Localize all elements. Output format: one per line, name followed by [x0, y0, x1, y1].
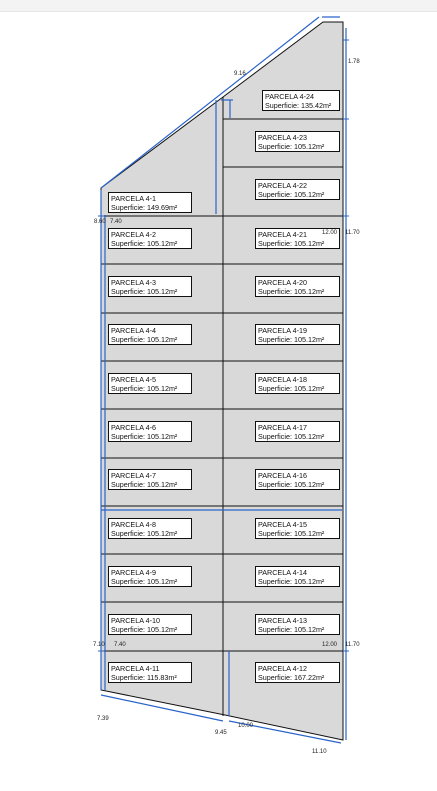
parcel-area: Superficie: 149.69m²	[111, 203, 178, 212]
parcel-label-4-21: PARCELA 4-21 Superficie: 105.12m²	[255, 228, 340, 249]
parcel-area: Superficie: 105.12m²	[111, 625, 178, 634]
parcel-label-4-23: PARCELA 4-23 Superficie: 105.12m²	[255, 131, 340, 152]
parcel-label-4-11: PARCELA 4-11 Superficie: 115.83m²	[108, 662, 192, 683]
parcel-area: Superficie: 105.12m²	[258, 287, 325, 296]
parcel-label-4-17: PARCELA 4-17 Superficie: 105.12m²	[255, 421, 340, 442]
parcel-label-4-4: PARCELA 4-4 Superficie: 105.12m²	[108, 324, 192, 345]
parcel-label-4-5: PARCELA 4-5 Superficie: 105.12m²	[108, 373, 192, 394]
parcel-area: Superficie: 105.12m²	[258, 432, 325, 441]
top-bar	[0, 0, 437, 12]
parcel-label-4-13: PARCELA 4-13 Superficie: 105.12m²	[255, 614, 340, 635]
parcel-area: Superficie: 115.83m²	[111, 673, 177, 682]
parcel-area: Superficie: 167.22m²	[258, 673, 325, 682]
parcel-name: PARCELA 4-9	[111, 568, 157, 577]
parcel-area: Superficie: 105.12m²	[111, 239, 178, 248]
dim-left-top-a: 8.60	[94, 219, 106, 225]
dim-top-right: 1.78	[348, 59, 360, 65]
dim-mid-right-a: 12.00	[322, 230, 338, 236]
parcel-name: PARCELA 4-11	[111, 664, 160, 673]
parcel-area: Superficie: 135.42m²	[265, 101, 332, 110]
parcel-label-4-18: PARCELA 4-18 Superficie: 105.12m²	[255, 373, 340, 394]
parcel-label-4-6: PARCELA 4-6 Superficie: 105.12m²	[108, 421, 192, 442]
parcel-area: Superficie: 105.12m²	[111, 384, 178, 393]
parcel-area: Superficie: 105.12m²	[111, 577, 178, 586]
parcel-name: PARCELA 4-7	[111, 471, 157, 480]
parcel-area: Superficie: 105.12m²	[258, 577, 325, 586]
dimension-ticks	[98, 39, 349, 652]
parcel-name: PARCELA 4-20	[258, 278, 308, 287]
parcel-label-4-8: PARCELA 4-8 Superficie: 105.12m²	[108, 518, 192, 539]
parcel-area: Superficie: 105.12m²	[111, 335, 178, 344]
parcel-area: Superficie: 105.12m²	[111, 432, 178, 441]
parcel-name: PARCELA 4-4	[111, 326, 157, 335]
parcel-area: Superficie: 105.12m²	[111, 529, 178, 538]
dim-bottom-right: 11.10	[312, 749, 327, 755]
parcel-name: PARCELA 4-19	[258, 326, 308, 335]
parcel-area: Superficie: 105.12m²	[111, 480, 178, 489]
parcel-name: PARCELA 4-10	[111, 616, 161, 625]
parcel-name: PARCELA 4-8	[111, 520, 157, 529]
parcel-area: Superficie: 105.12m²	[258, 142, 325, 151]
parcel-name: PARCELA 4-3	[111, 278, 157, 287]
dim-top-diagonal: 9.16	[234, 71, 246, 77]
parcel-name: PARCELA 4-6	[111, 423, 157, 432]
dim-bottom-mid-a: 10.00	[238, 723, 254, 729]
parcel-name: PARCELA 4-21	[258, 230, 308, 239]
parcel-label-4-10: PARCELA 4-10 Superficie: 105.12m²	[108, 614, 192, 635]
parcel-name: PARCELA 4-18	[258, 375, 308, 384]
parcel-name: PARCELA 4-23	[258, 133, 308, 142]
parcel-area: Superficie: 105.12m²	[258, 335, 325, 344]
parcel-name: PARCELA 4-24	[265, 92, 315, 101]
parcel-label-4-2: PARCELA 4-2 Superficie: 105.12m²	[108, 228, 192, 249]
dim-bottom-right-b: 11.70	[345, 642, 360, 648]
parcel-area: Superficie: 105.12m²	[258, 384, 325, 393]
dim-bottom-right-a: 12.00	[322, 642, 338, 648]
parcel-label-4-16: PARCELA 4-16 Superficie: 105.12m²	[255, 469, 340, 490]
parcel-name: PARCELA 4-14	[258, 568, 308, 577]
parcel-label-4-9: PARCELA 4-9 Superficie: 105.12m²	[108, 566, 192, 587]
dim-bottom-left: 7.39	[97, 716, 109, 722]
parcel-area: Superficie: 105.12m²	[258, 190, 325, 199]
parcel-label-4-15: PARCELA 4-15 Superficie: 105.12m²	[255, 518, 340, 539]
parcel-name: PARCELA 4-22	[258, 181, 308, 190]
parcel-label-4-19: PARCELA 4-19 Superficie: 105.12m²	[255, 324, 340, 345]
parcel-name: PARCELA 4-16	[258, 471, 308, 480]
dim-left-top-b: 7.40	[110, 219, 122, 225]
parcel-name: PARCELA 4-12	[258, 664, 308, 673]
parcel-label-4-7: PARCELA 4-7 Superficie: 105.12m²	[108, 469, 192, 490]
parcel-area: Superficie: 105.12m²	[258, 239, 325, 248]
lot-lines	[101, 118, 343, 652]
dimension-lines	[100, 16, 347, 744]
parcel-label-4-20: PARCELA 4-20 Superficie: 105.12m²	[255, 276, 340, 297]
parcel-name: PARCELA 4-5	[111, 375, 157, 384]
parcel-label-4-12: PARCELA 4-12 Superficie: 167.22m²	[255, 662, 340, 683]
parcel-name: PARCELA 4-17	[258, 423, 308, 432]
parcel-label-4-3: PARCELA 4-3 Superficie: 105.12m²	[108, 276, 192, 297]
parcel-label-4-14: PARCELA 4-14 Superficie: 105.12m²	[255, 566, 340, 587]
dim-left-bottom-a: 7.10	[93, 642, 105, 648]
parcel-area: Superficie: 105.12m²	[258, 529, 325, 538]
parcel-name: PARCELA 4-15	[258, 520, 308, 529]
parcel-name: PARCELA 4-1	[111, 194, 157, 203]
dim-mid-right-b: 11.70	[345, 230, 360, 236]
parcel-label-4-22: PARCELA 4-22 Superficie: 105.12m²	[255, 179, 340, 200]
parcel-area: Superficie: 105.12m²	[111, 287, 178, 296]
parcel-area: Superficie: 105.12m²	[258, 625, 325, 634]
parcel-area: Superficie: 105.12m²	[258, 480, 325, 489]
parcel-name: PARCELA 4-13	[258, 616, 308, 625]
parcel-name: PARCELA 4-2	[111, 230, 157, 239]
dim-bottom-mid-b: 9.45	[215, 730, 227, 736]
parcel-label-4-1: PARCELA 4-1 Superficie: 149.69m²	[108, 192, 192, 213]
parcel-label-4-24: PARCELA 4-24 Superficie: 135.42m²	[262, 90, 340, 111]
dim-left-bottom-b: 7.40	[114, 642, 126, 648]
